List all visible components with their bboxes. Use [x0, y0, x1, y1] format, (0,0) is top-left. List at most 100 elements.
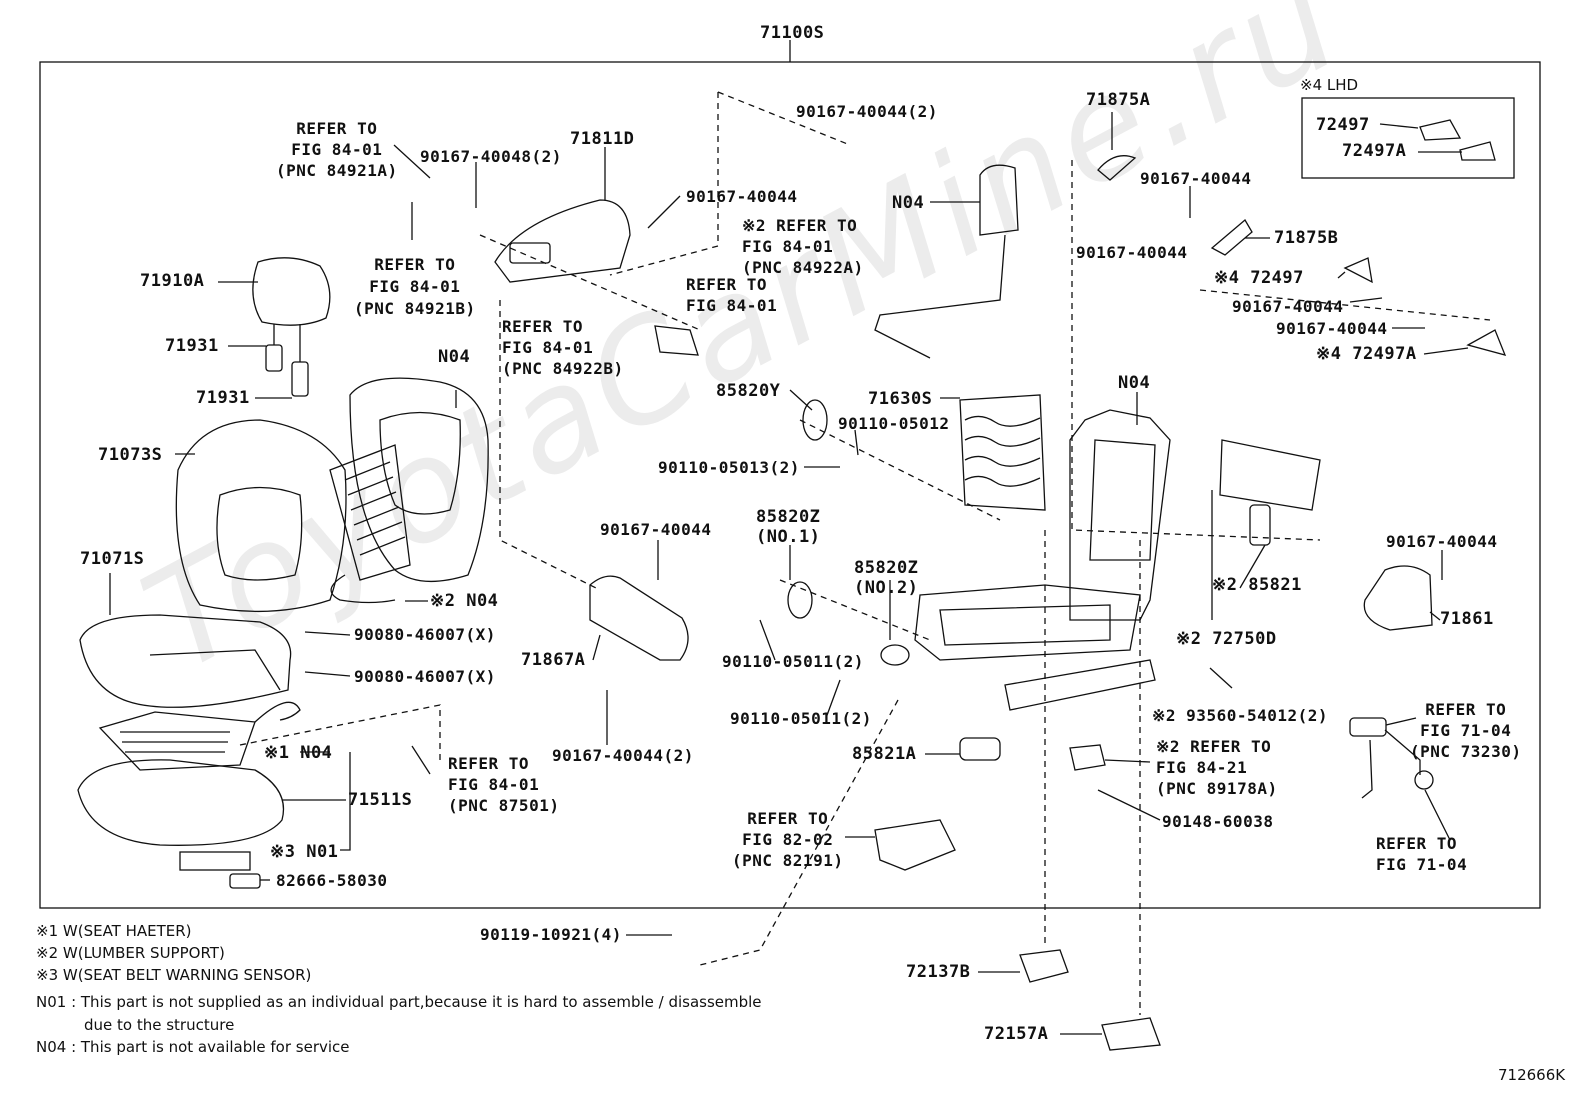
motor-85821a-shape	[959, 737, 1001, 761]
seatback-cover-shape	[175, 419, 347, 613]
label-90080-b: 90080-46007(X)	[354, 667, 496, 686]
label-72137b: 72137B	[906, 962, 971, 982]
cover-72137b-shape	[1019, 949, 1069, 983]
label-refer-84922a: ※2 REFER TO FIG 84-01 (PNC 84922A)	[742, 216, 864, 277]
label-93560: ※2 93560-54012(2)	[1152, 706, 1329, 725]
bracket-71875b-shape	[1210, 219, 1253, 256]
cover-72157a-shape	[1101, 1017, 1161, 1051]
label-refer-84922b: REFER TO FIG 84-01 (PNC 84922B)	[502, 317, 624, 378]
assembly-dashes	[239, 91, 1491, 1015]
label-90148: 90148-60038	[1162, 812, 1274, 831]
label-90167-40044-f: 90167-40044	[1276, 319, 1388, 338]
label-90110-05013: 90110-05013(2)	[658, 458, 800, 477]
label-72497a-a: 72497A	[1342, 141, 1407, 161]
label-90167-40044-e: 90167-40044	[1232, 297, 1344, 316]
label-n04-e: N04	[1118, 373, 1151, 393]
label-90119: 90119-10921(4)	[480, 925, 622, 944]
note-n01-cont: due to the structure	[84, 1016, 235, 1034]
label-71875b: 71875B	[1274, 228, 1339, 248]
label-71867a: 71867A	[521, 650, 586, 670]
label-90110-05011-b: 90110-05011(2)	[730, 709, 872, 728]
bracket-72497a-lhd-shape	[1459, 141, 1496, 161]
label-90167-40044-g: 90167-40044	[1386, 532, 1498, 551]
headrest-shape	[252, 257, 331, 397]
label-85820y: 85820Y	[716, 381, 781, 401]
label-n04-a: N04	[438, 347, 471, 367]
label-90167-40048: 90167-40048(2)	[420, 147, 562, 166]
spring-grid-shape	[959, 394, 1046, 511]
motor-no1-shape	[787, 581, 813, 619]
label-71630s: 71630S	[868, 389, 933, 409]
trim-panel-shape	[589, 575, 689, 661]
label-85820z-no1: 85820Z (NO.1)	[756, 507, 821, 547]
heater-mat-shape	[329, 444, 411, 604]
label-71071s: 71071S	[80, 549, 145, 569]
label-90167-40044-a: 90167-40044	[686, 187, 798, 206]
label-72497-a: 72497	[1316, 115, 1370, 135]
label-90167-40044-2a: 90167-40044(2)	[796, 102, 938, 121]
switch-shape	[1069, 744, 1106, 771]
label-refer-82191: REFER TO FIG 82-02 (PNC 82191)	[732, 809, 844, 870]
label-refer-89178a: ※2 REFER TO FIG 84-21 (PNC 89178A)	[1156, 737, 1278, 798]
side-shield-shape	[494, 199, 631, 283]
bracket-shape	[654, 325, 699, 356]
wire-harness-shape	[874, 819, 956, 871]
label-90080-a: 90080-46007(X)	[354, 625, 496, 644]
label-90167-40044-c: 90167-40044	[1140, 169, 1252, 188]
label-90110-05012: 90110-05012	[838, 414, 950, 433]
label-lhd: ※4 LHD	[1300, 76, 1359, 94]
label-71511s: 71511S	[348, 790, 413, 810]
lumbar-switch-shape	[1249, 504, 1271, 546]
label-71861: 71861	[1440, 609, 1494, 629]
label-refer-84921b: REFER TO FIG 84-01 (PNC 84921B)	[354, 255, 476, 318]
label-82666: 82666-58030	[276, 871, 388, 890]
label-85821a: 85821A	[852, 744, 917, 764]
seat-heater-shape	[98, 701, 301, 771]
label-72157a: 72157A	[984, 1024, 1049, 1044]
label-n04-d: N04	[892, 193, 925, 213]
seat-cushion-cover-shape	[79, 614, 292, 708]
label-refer-73230: REFER TO FIG 71-04 (PNC 73230)	[1410, 700, 1522, 761]
label-n01: ※3 N01	[270, 842, 339, 862]
bracket-72497-lhd-shape	[1419, 119, 1462, 141]
knob-cover-shape	[1363, 565, 1433, 631]
note-belt-sensor: ※3 W(SEAT BELT WARNING SENSOR)	[36, 966, 312, 984]
label-85820z-no2: 85820Z (NO.2)	[854, 558, 919, 598]
note-n01: N01 : This part is not supplied as an in…	[36, 993, 762, 1011]
armrest-shape	[874, 164, 1019, 359]
connector-shape	[229, 873, 261, 889]
lhd-box	[1301, 97, 1515, 179]
label-72750d: ※2 72750D	[1176, 629, 1277, 649]
label-refer-84921a: REFER TO FIG 84-01 (PNC 84921A)	[276, 119, 398, 180]
label-refer-fig8401: REFER TO FIG 84-01	[686, 275, 778, 315]
figure-id: 712666K	[1498, 1066, 1566, 1084]
bracket-72497-shape	[1343, 257, 1373, 284]
note-lumber-support: ※2 W(LUMBER SUPPORT)	[36, 944, 225, 962]
label-90167-40044-b: 90167-40044	[600, 520, 712, 539]
label-71931-a: 71931	[165, 336, 219, 356]
bracket-71875a-shape	[1097, 155, 1137, 181]
bracket-72497a-shape	[1466, 329, 1507, 356]
seat-sensor-shape	[179, 851, 251, 871]
motor-no2-shape	[880, 644, 910, 666]
seat-cushion-pad-shape	[77, 759, 285, 846]
label-90167-40044-2b: 90167-40044(2)	[552, 746, 694, 765]
label-71875a: 71875A	[1086, 90, 1151, 110]
label-71811d: 71811D	[570, 129, 635, 149]
label-n04-b: ※2 N04	[430, 591, 499, 611]
lumbar-bracket-shape	[1219, 439, 1321, 511]
label-72497-b: ※4 72497	[1214, 268, 1304, 288]
label-n04-c: ※1 N04	[264, 743, 333, 763]
leader-lines	[109, 112, 1469, 1035]
label-90110-05011-a: 90110-05011(2)	[722, 652, 864, 671]
label-72497a-b: ※4 72497A	[1316, 344, 1417, 364]
label-90167-40044-d: 90167-40044	[1076, 243, 1188, 262]
buckle-shape	[1349, 717, 1434, 799]
label-85821: ※2 85821	[1212, 575, 1302, 595]
lumbar-motor-shape	[802, 399, 828, 441]
label-refer-87501: REFER TO FIG 84-01 (PNC 87501)	[448, 754, 560, 815]
label-71073s: 71073S	[98, 445, 163, 465]
label-refer-fig7104: REFER TO FIG 71-04	[1376, 834, 1468, 874]
